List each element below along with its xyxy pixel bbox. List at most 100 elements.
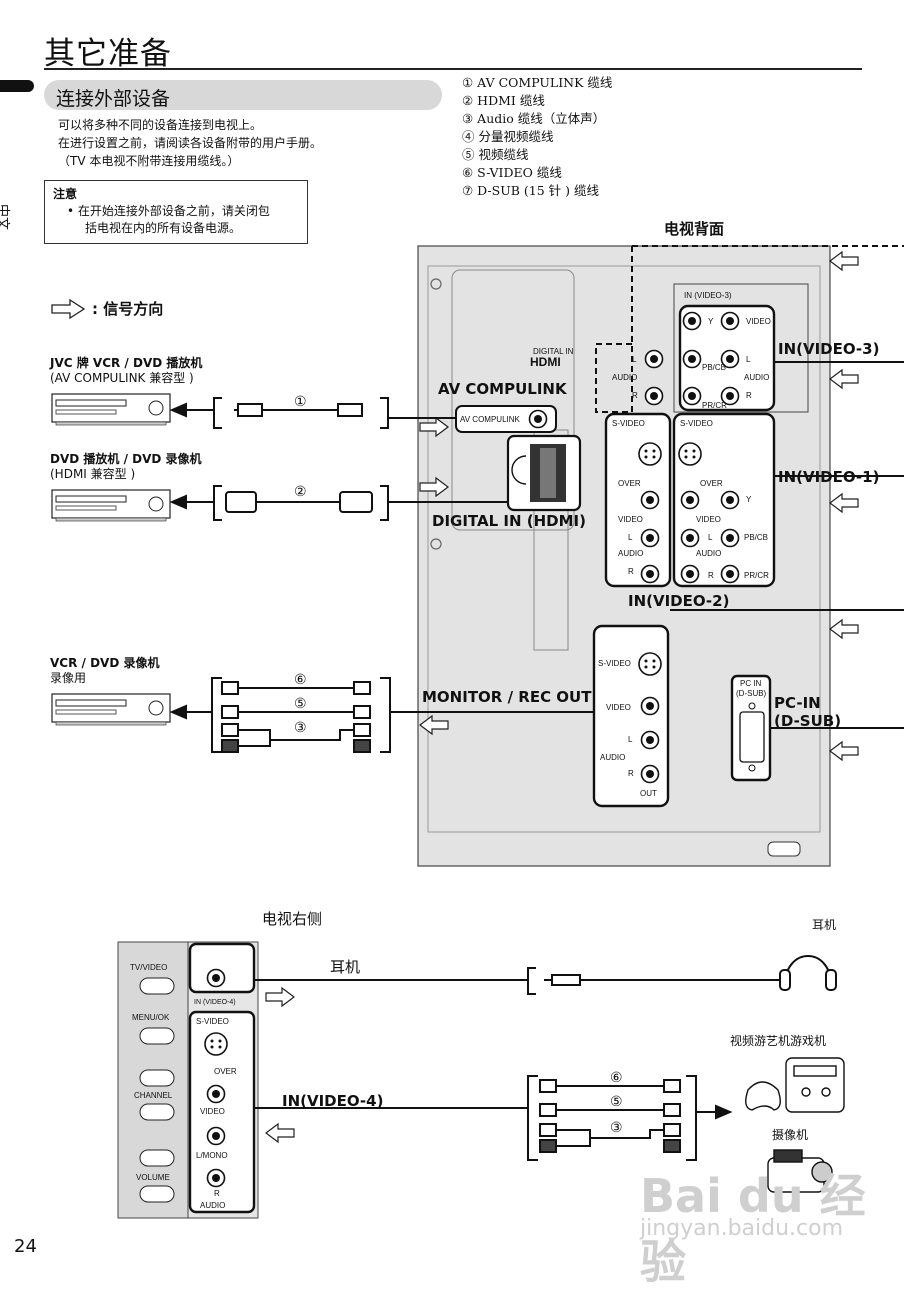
marker-2: ② — [294, 483, 307, 499]
tv-right-side-panel — [117, 941, 259, 1219]
cable-item: ③ Audio 缆线（立体声） — [462, 111, 606, 126]
cable-group-in-video4 — [254, 1075, 733, 1161]
in-video2-label: IN(VIDEO-2) — [628, 592, 730, 610]
label-r: R — [708, 571, 714, 580]
label-out: OUT — [640, 789, 657, 798]
label-pr: PR/CR — [702, 401, 727, 410]
label-svideo: S-VIDEO — [612, 419, 645, 428]
device-vcr-rec-note: 录像用 — [50, 671, 87, 685]
jvc-vcr-device-icon — [51, 393, 171, 426]
device-dvd-label: DVD 播放机 / DVD 录像机 (HDMI 兼容型 ) — [50, 452, 202, 482]
label-over: OVER — [214, 1067, 237, 1076]
signal-legend-label: : 信号方向 — [92, 300, 164, 318]
in-video3-small-label: IN (VIDEO-3) — [684, 291, 732, 300]
label-pb: PB/CB — [702, 363, 726, 372]
label-svideo: S-VIDEO — [196, 1017, 229, 1026]
intro-line-3: （TV 本电视不附带连接用缆线。） — [58, 154, 240, 168]
pc-in-label: PC-IN — [774, 694, 821, 712]
arrow-left-icon — [829, 493, 859, 513]
arrow-left-icon — [829, 369, 859, 389]
label-video: VIDEO — [606, 703, 631, 712]
page-number: 24 — [14, 1236, 37, 1257]
label-audio: AUDIO — [600, 753, 625, 762]
in-video4-small-label: IN (VIDEO-4) — [194, 999, 236, 1006]
device-vcr-rec-label: VCR / DVD 录像机 录像用 — [50, 656, 159, 686]
note-line-2: 括电视在内的所有设备电源。 — [85, 221, 242, 235]
rear-title: 电视背面 — [664, 220, 725, 238]
intro-line-2: 在进行设置之前，请阅读各设备附带的用户手册。 — [58, 136, 323, 150]
marker-5: ⑤ — [294, 695, 307, 711]
marker-6: ⑥ — [610, 1069, 623, 1085]
section-bar — [44, 80, 442, 110]
marker-1: ① — [294, 393, 307, 409]
arrow-right-icon — [265, 987, 295, 1007]
marker-6: ⑥ — [294, 671, 307, 687]
right-cables — [670, 361, 904, 729]
game-console-icon — [745, 1057, 845, 1113]
monitor-out-jacks — [592, 624, 670, 808]
label-r: R — [628, 567, 634, 576]
headphone-device-label: 耳机 — [812, 918, 837, 932]
signal-legend: : 信号方向 — [50, 298, 163, 319]
title-rule — [44, 68, 862, 70]
pc-dsub-label: (D-SUB) — [774, 712, 842, 730]
label-svideo: S-VIDEO — [598, 659, 631, 668]
camcorder-device-label: 摄像机 — [772, 1128, 809, 1142]
marker-3: ③ — [294, 719, 307, 735]
arrow-left-icon — [829, 741, 859, 761]
marker-3: ③ — [610, 1119, 623, 1135]
right-side-title: 电视右侧 — [262, 910, 323, 928]
label-audio: AUDIO — [618, 549, 643, 558]
label-l: L — [632, 355, 637, 364]
label-r: R — [214, 1189, 220, 1198]
label-r: R — [628, 769, 634, 778]
device-jvc-note: (AV COMPULINK 兼容型 ) — [50, 371, 194, 385]
side-tab — [0, 80, 34, 92]
marker-5: ⑤ — [610, 1093, 623, 1109]
pc-small-label-1: PC IN — [740, 679, 762, 688]
device-dvd-note: (HDMI 兼容型 ) — [50, 467, 136, 481]
label-l: L — [628, 533, 633, 542]
note-box: 注意 • 在开始连接外部设备之前，请关闭包 括电视在内的所有设备电源。 — [44, 180, 308, 244]
menu-ok-label: MENU/OK — [132, 1013, 170, 1022]
headphones-icon — [779, 955, 837, 991]
label-y: Y — [746, 495, 752, 504]
in-video3-jacks — [673, 283, 809, 413]
label-audio: AUDIO — [612, 373, 637, 382]
note-heading: 注意 — [53, 187, 78, 201]
cable-item: ② HDMI 缆线 — [462, 93, 545, 108]
digital-in-label: DIGITAL IN (HDMI) — [432, 512, 586, 530]
page-title: 其它准备 — [44, 36, 172, 72]
intro-line-1: 可以将多种不同的设备连接到电视上。 — [58, 118, 263, 132]
cable-1-av-compulink — [169, 397, 456, 429]
volume-label: VOLUME — [136, 1173, 170, 1182]
label-lmono: L/MONO — [196, 1151, 228, 1160]
av-compulink-small-label: AV COMPULINK — [460, 415, 521, 424]
headphone-cable-label: 耳机 — [330, 958, 361, 976]
label-over: OVER — [618, 479, 641, 488]
label-video: VIDEO — [618, 515, 643, 524]
channel-label: CHANNEL — [134, 1091, 173, 1100]
label-pb: PB/CB — [744, 533, 768, 542]
cable-list: ① AV COMPULINK 缆线 ② HDMI 缆线 ③ Audio 缆线（立… — [462, 74, 612, 200]
cable-item: ① AV COMPULINK 缆线 — [462, 75, 613, 90]
digital-in-small-label: DIGITAL IN — [533, 347, 574, 356]
arrow-left-icon — [265, 1123, 295, 1143]
arrow-left-icon — [829, 251, 859, 271]
cable-item: ⑥ S-VIDEO 缆线 — [462, 165, 562, 180]
cable-group-out — [169, 677, 594, 753]
label-pr: PR/CR — [744, 571, 769, 580]
label-r: R — [746, 391, 752, 400]
label-l: L — [746, 355, 751, 364]
dvd-device-icon — [51, 489, 171, 522]
in-video3-label: IN(VIDEO-3) — [778, 340, 880, 358]
cable-2-hdmi — [169, 485, 508, 521]
note-line-1: • 在开始连接外部设备之前，请关闭包 — [67, 204, 270, 218]
av-compulink-label: AV COMPULINK — [438, 380, 567, 398]
hdmi-port — [506, 434, 582, 512]
in-video1-jacks — [672, 412, 776, 588]
monitor-out-label: MONITOR / REC OUT — [422, 688, 592, 706]
label-svideo: S-VIDEO — [680, 419, 713, 428]
device-dvd-name: DVD 播放机 / DVD 录像机 — [50, 452, 202, 466]
